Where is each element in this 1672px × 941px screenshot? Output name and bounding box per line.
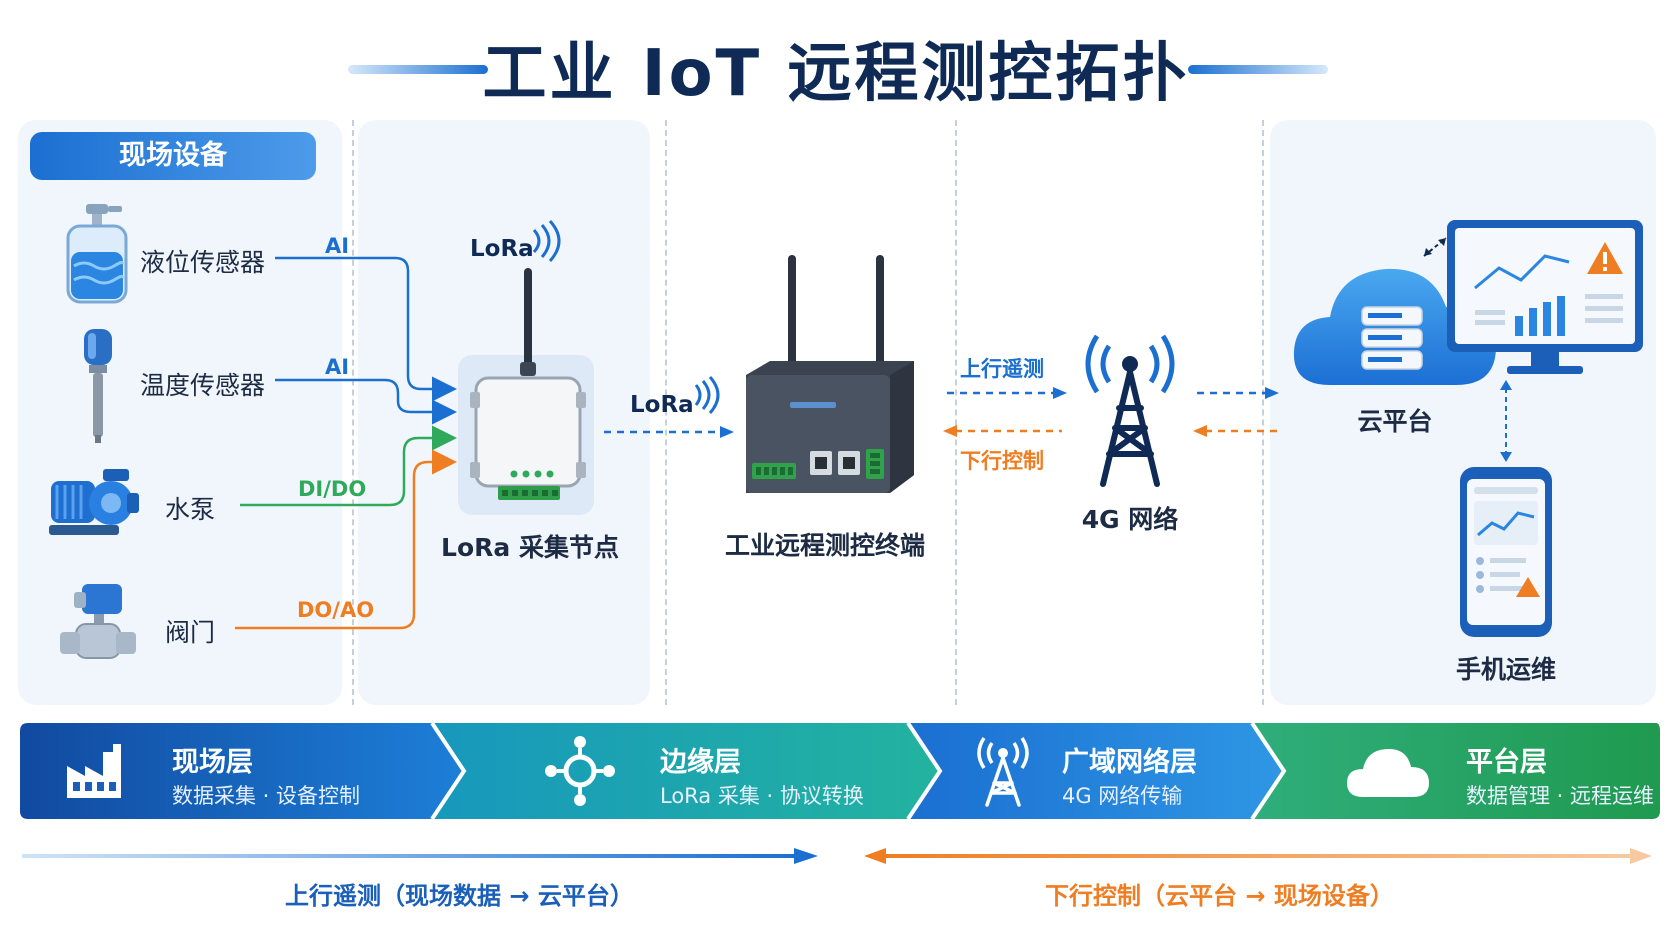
signal-label-temperature: AI [325, 355, 350, 379]
lora-node-badge: LoRa [470, 236, 534, 262]
lora-node-label: LoRa 采集节点 [441, 533, 619, 562]
network-uplink-arrow [1197, 387, 1279, 399]
page-title: 工业 IoT 远程测控拓扑 [482, 37, 1190, 111]
layer-subtitle-field: 数据采集 · 设备控制 [172, 784, 361, 808]
cloud-icon [1347, 749, 1429, 797]
tower-icon [977, 737, 1029, 807]
hub-icon [545, 736, 615, 806]
layer-title-wan: 广域网络层 [1062, 747, 1197, 778]
signal-label-valve: DO/AO [297, 598, 375, 622]
lora-link-label: LoRa [630, 392, 694, 418]
layer-subtitle-platform: 数据管理 · 远程运维 [1466, 784, 1655, 808]
network-label: 4G 网络 [1081, 505, 1179, 534]
footer-uplink-text: 上行遥测（现场数据 → 云平台） [285, 882, 634, 910]
temperature-sensor-icon [84, 329, 112, 443]
lora-link-arrow [604, 426, 734, 438]
level-sensor-icon [66, 204, 128, 304]
downlink-label: 下行控制 [960, 449, 1044, 473]
valve-icon [60, 584, 136, 659]
terminal-label: 工业远程测控终端 [724, 531, 925, 560]
mobile-label: 手机运维 [1455, 655, 1556, 684]
mobile-phone-icon [1460, 467, 1552, 637]
device-label-level: 液位传感器 [140, 248, 266, 277]
cloud-monitor-link [1423, 237, 1447, 257]
uplink-label: 上行遥测 [960, 357, 1044, 381]
layer-title-edge: 边缘层 [660, 747, 741, 778]
layer-title-platform: 平台层 [1466, 747, 1547, 778]
cell-tower-icon [1085, 334, 1175, 487]
monitor-dashboard-icon [1447, 220, 1643, 374]
layer-subtitle-edge: LoRa 采集 · 协议转换 [660, 784, 864, 808]
water-pump-icon [49, 469, 139, 535]
footer-down-arrow [864, 848, 1652, 864]
device-label-pump: 水泵 [165, 495, 216, 524]
uplink-arrow [947, 387, 1067, 399]
cloud-label: 云平台 [1357, 407, 1433, 436]
divider-1 [352, 120, 354, 705]
divider-3 [955, 120, 957, 705]
lora-node-device [458, 268, 594, 515]
downlink-arrow [943, 425, 1062, 437]
signal-label-level: AI [325, 234, 350, 258]
cloud-server-icon [1293, 268, 1496, 385]
device-label-temperature: 温度传感器 [140, 371, 266, 400]
device-label-valve: 阀门 [165, 618, 216, 647]
field-panel [18, 120, 342, 705]
layer-title-field: 现场层 [172, 747, 253, 778]
divider-2 [665, 120, 667, 705]
title-decor-left [348, 65, 488, 74]
lora-link-signal-icon [694, 376, 720, 414]
footer-downlink-text: 下行控制（云平台 → 现场设备） [1045, 882, 1394, 910]
layer-subtitle-wan: 4G 网络传输 [1062, 784, 1183, 808]
terminal-device [746, 255, 914, 493]
network-downlink-arrow [1193, 425, 1278, 437]
factory-icon [67, 744, 121, 798]
field-devices-header: 现场设备 [30, 132, 316, 180]
wireless-signal-icon [532, 220, 561, 262]
cloud-mobile-link [1500, 380, 1512, 462]
title-decor-right [1188, 65, 1328, 74]
signal-label-pump: DI/DO [298, 477, 367, 501]
divider-4 [1262, 120, 1264, 705]
footer-up-arrow [22, 848, 818, 864]
